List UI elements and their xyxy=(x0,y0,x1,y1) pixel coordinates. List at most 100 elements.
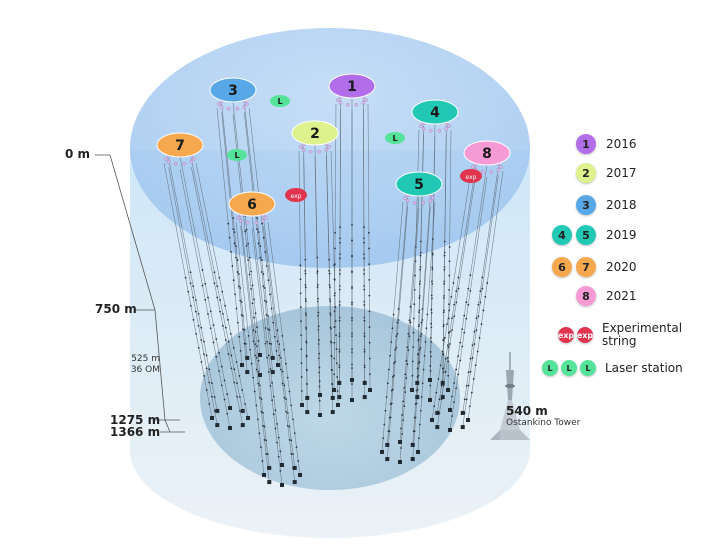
module-float xyxy=(428,128,433,133)
cluster-label: 4 xyxy=(430,105,440,121)
optical-module xyxy=(189,304,192,307)
module-float xyxy=(182,161,187,166)
module-float xyxy=(173,161,178,166)
string-anchor xyxy=(415,395,420,400)
optical-module xyxy=(438,398,441,401)
optical-module xyxy=(235,245,237,247)
string-anchor xyxy=(330,395,335,400)
optical-module xyxy=(448,246,451,248)
optical-module xyxy=(299,278,302,281)
optical-module xyxy=(208,381,211,384)
optical-module xyxy=(189,282,192,285)
optical-module xyxy=(216,296,219,299)
module-float xyxy=(192,157,196,161)
optical-module xyxy=(455,301,458,304)
optical-module xyxy=(431,266,434,269)
string-anchor xyxy=(280,463,284,467)
optical-module xyxy=(295,446,298,449)
optical-module xyxy=(257,340,260,342)
optical-module xyxy=(473,343,476,345)
optical-module xyxy=(363,257,366,260)
optical-module xyxy=(318,339,320,341)
optical-module xyxy=(406,363,409,366)
optical-module xyxy=(403,405,406,408)
cluster-marker xyxy=(411,99,459,125)
optical-module xyxy=(245,228,248,231)
module-float xyxy=(324,148,329,152)
optical-module xyxy=(475,317,478,320)
optical-module xyxy=(286,411,289,414)
optical-module xyxy=(430,322,432,325)
string-anchor xyxy=(292,480,297,485)
optical-module xyxy=(266,340,269,343)
optical-module xyxy=(255,404,258,407)
optical-module xyxy=(412,331,415,334)
optical-module xyxy=(368,357,371,360)
optical-module xyxy=(276,423,278,425)
string-anchor xyxy=(362,395,367,400)
optical-module xyxy=(409,305,412,308)
optical-module xyxy=(281,370,284,373)
optical-module xyxy=(368,247,370,250)
optical-module xyxy=(244,230,247,233)
optical-module xyxy=(469,405,471,408)
optical-module xyxy=(213,271,216,274)
optical-module xyxy=(208,368,211,371)
optical-module xyxy=(455,290,458,292)
optical-module xyxy=(304,258,307,261)
optical-module xyxy=(256,217,259,220)
optical-module xyxy=(228,236,231,239)
optical-module xyxy=(285,410,287,413)
optical-module xyxy=(300,320,302,323)
optical-module xyxy=(391,327,394,330)
string-anchor xyxy=(246,416,250,420)
cluster-badge: 3 xyxy=(576,195,596,215)
optical-module xyxy=(270,307,273,310)
optical-module xyxy=(430,308,433,311)
optical-module xyxy=(407,349,410,352)
optical-module xyxy=(471,356,474,359)
optical-module xyxy=(277,455,280,458)
optical-module xyxy=(276,329,279,332)
optical-module xyxy=(384,409,387,412)
optical-module xyxy=(187,290,190,293)
optical-module xyxy=(406,346,409,349)
optical-module xyxy=(407,332,410,335)
optical-module xyxy=(297,460,300,462)
module-float xyxy=(447,124,451,128)
optical-module xyxy=(423,354,426,357)
optical-module xyxy=(249,348,252,351)
string-anchor xyxy=(428,398,432,402)
optical-module xyxy=(283,384,286,387)
legend-row-2017: 2 2017 xyxy=(576,163,637,183)
module-float xyxy=(301,148,306,152)
optical-module xyxy=(449,330,451,333)
optical-module xyxy=(413,303,416,306)
optical-module xyxy=(293,432,296,435)
optical-module xyxy=(265,265,268,267)
module-float xyxy=(235,106,240,111)
legend-row-2020: 6 7 2020 xyxy=(552,257,637,277)
optical-module xyxy=(255,356,258,359)
optical-module xyxy=(272,413,275,416)
optical-module xyxy=(241,389,244,391)
optical-module xyxy=(333,357,336,360)
optical-module xyxy=(431,280,433,283)
optical-module xyxy=(442,371,445,374)
optical-module xyxy=(255,368,258,371)
cluster-label: 3 xyxy=(228,83,238,99)
legend-laser-text: Laser station xyxy=(605,361,683,375)
optical-module xyxy=(363,241,365,244)
optical-module xyxy=(382,437,385,440)
cluster-marker xyxy=(328,73,376,99)
optical-module xyxy=(418,311,420,314)
optical-module xyxy=(305,355,308,358)
optical-module xyxy=(336,376,339,378)
module-float xyxy=(338,101,343,105)
legend-year: 2017 xyxy=(606,166,637,180)
module-float xyxy=(336,98,340,102)
optical-module xyxy=(197,346,200,349)
optical-module xyxy=(306,383,308,386)
optical-module xyxy=(226,393,229,396)
